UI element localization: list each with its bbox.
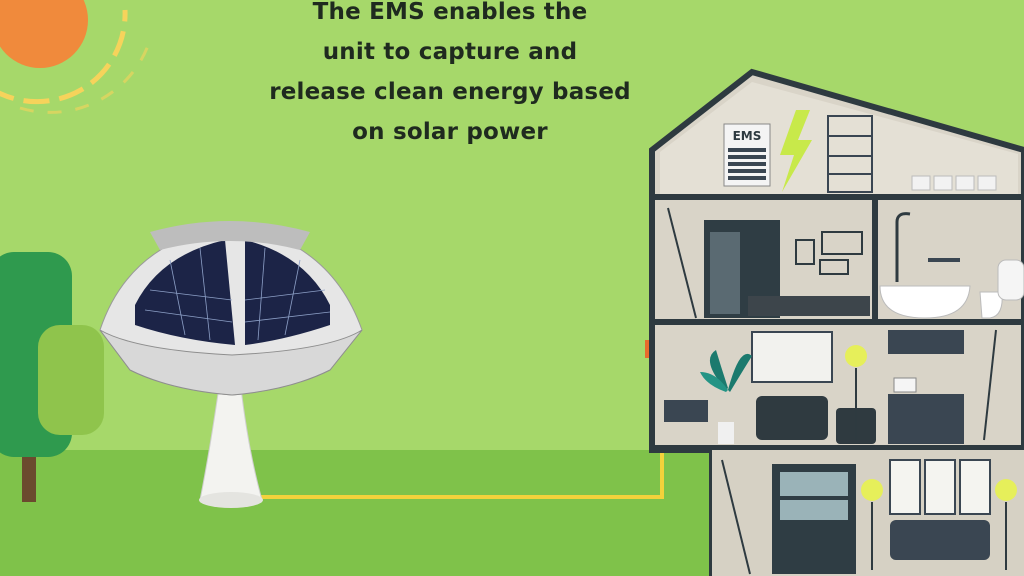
ems-unit: EMS (723, 123, 771, 187)
caption: The EMS enables the unit to capture and … (230, 0, 670, 152)
solar-umbrella-icon (99, 221, 363, 508)
caption-line-4: on solar power (352, 119, 548, 145)
plant (700, 350, 752, 444)
ems-label: EMS (733, 129, 762, 143)
caption-line-3: release clean energy based (269, 79, 631, 105)
house-icon: EMS (649, 68, 1024, 576)
lightning-bolt-icon (780, 110, 812, 192)
caption-line-1: The EMS enables the (312, 0, 588, 25)
tree-icon (0, 252, 104, 502)
caption-line-2: unit to capture and (322, 39, 578, 65)
sun-icon (0, 0, 152, 114)
cable-connector (645, 340, 651, 358)
